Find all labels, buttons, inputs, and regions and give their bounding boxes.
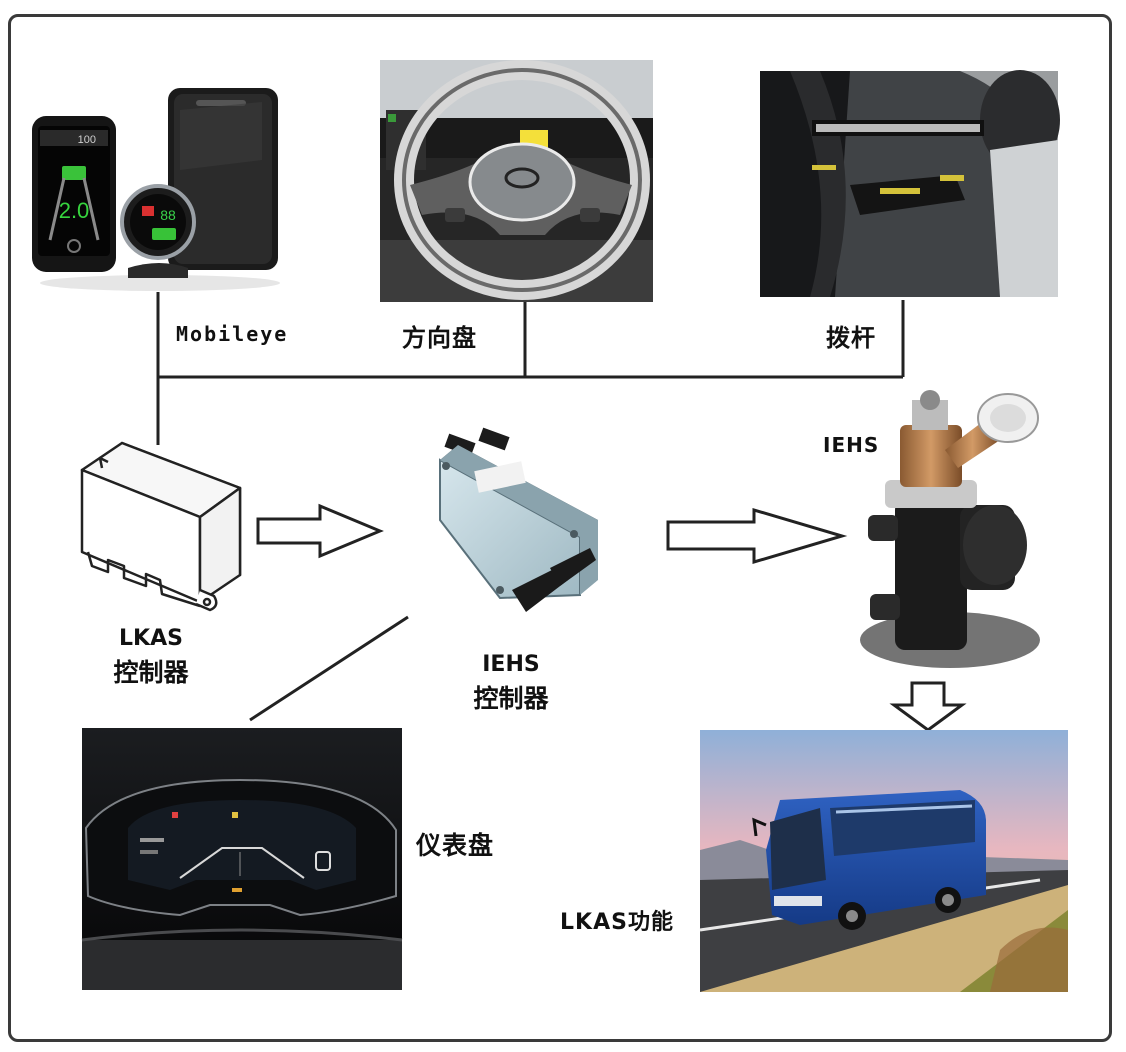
lkas-function-image [699,730,1068,992]
label-lkas-controller-line1: LKAS [119,626,183,651]
line-iehs-to-cluster [249,615,409,722]
arrow-iehs-to-lkas-function [889,681,967,732]
steering-wheel-image [380,60,653,302]
phone-center-readout: 2.0 [59,198,90,223]
label-lkas-controller-line2: 控制器 [113,658,189,687]
arrow-iehs-controller-to-iehs [666,507,848,565]
mobileye-phone: 100 2.0 [32,116,116,272]
gauge-readout: 88 [160,207,176,223]
label-iehs-controller: IEHS 控制器 [456,648,566,716]
iehs-image [860,390,1040,668]
label-lkas-controller: LKAS 控制器 [96,622,206,690]
instrument-panel-image [81,728,403,990]
arrow-lkas-to-iehs-controller [256,503,384,559]
label-lkas-function: LKAS功能 [560,910,674,935]
phone-top-readout: 100 [78,134,96,146]
lever-image [760,70,1060,297]
label-mobileye: Mobileye [176,322,289,346]
mobileye-module [168,88,278,270]
lkas-controller-image [80,441,242,612]
iehs-controller-image [439,427,598,612]
mobileye-gauge: 88 [120,184,196,278]
label-steering-wheel: 方向盘 [402,324,477,352]
warning-icon [142,206,154,216]
gear-indicator-icon [315,851,331,871]
car-icon [62,166,86,180]
label-iehs-controller-line2: 控制器 [473,684,549,713]
label-iehs: IEHS [823,433,880,457]
label-iehs-controller-line1: IEHS [482,652,540,677]
connector-lines [156,292,905,722]
label-instrument-panel: 仪表盘 [416,831,495,860]
mobileye-devices-image: 100 2.0 88 [32,88,280,291]
label-lever: 拨杆 [826,324,876,352]
